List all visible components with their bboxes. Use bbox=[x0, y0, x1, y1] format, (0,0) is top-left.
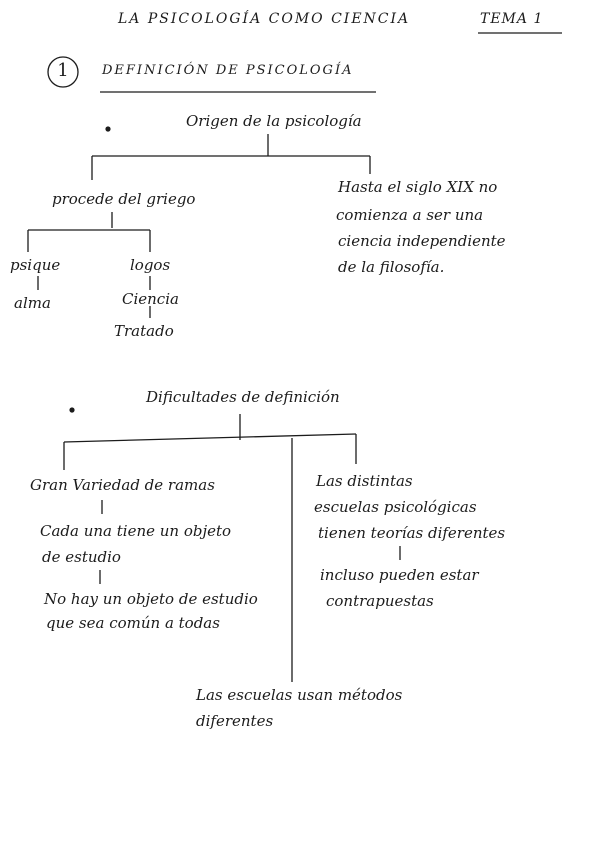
dif-middle-sub: incluso pueden estar bbox=[320, 566, 479, 584]
origen-right-line: Hasta el siglo XIX no bbox=[338, 178, 498, 196]
dif-left-sub1: Cada una tiene un objeto bbox=[40, 522, 232, 540]
dif-left-sub1: de estudio bbox=[42, 548, 121, 566]
branch-word: psique bbox=[10, 256, 61, 274]
dificultades-heading: Dificultades de definición bbox=[146, 388, 340, 406]
branch-meaning: Tratado bbox=[114, 322, 174, 340]
dif-middle-line: tienen teorías diferentes bbox=[318, 524, 506, 542]
dif-middle-line: Las distintas bbox=[316, 472, 413, 490]
tema-label: TEMA 1 bbox=[480, 11, 544, 27]
dif-middle-sub: contrapuestas bbox=[326, 592, 434, 610]
branch-meaning: alma bbox=[14, 294, 51, 312]
dif-left-sub2: que sea común a todas bbox=[46, 614, 220, 632]
dif-left-sub2: No hay un objeto de estudio bbox=[44, 590, 258, 608]
branch-meaning: Ciencia bbox=[122, 290, 179, 308]
origen-right-line: comienza a ser una bbox=[336, 206, 484, 224]
dif-bottom-line: Las escuelas usan métodos bbox=[196, 686, 403, 704]
bullet-dificultades bbox=[69, 407, 75, 413]
dif-middle-line: escuelas psicológicas bbox=[314, 498, 477, 516]
section-title: DEFINICIÓN DE PSICOLOGÍA bbox=[102, 63, 354, 78]
origen-right-line: ciencia independiente bbox=[338, 232, 506, 250]
origen-heading: Origen de la psicología bbox=[186, 112, 362, 130]
section-number: 1 bbox=[57, 60, 69, 81]
origen-right-line: de la filosofía. bbox=[338, 258, 445, 276]
page-title: LA PSICOLOGÍA COMO CIENCIA bbox=[118, 11, 411, 27]
bullet-origen bbox=[105, 126, 111, 132]
origen-left-text: procede del griego bbox=[52, 190, 196, 208]
branch-word: logos bbox=[130, 256, 171, 274]
dif-bottom-line: diferentes bbox=[196, 712, 274, 730]
dif-left-text: Gran Variedad de ramas bbox=[30, 476, 215, 494]
